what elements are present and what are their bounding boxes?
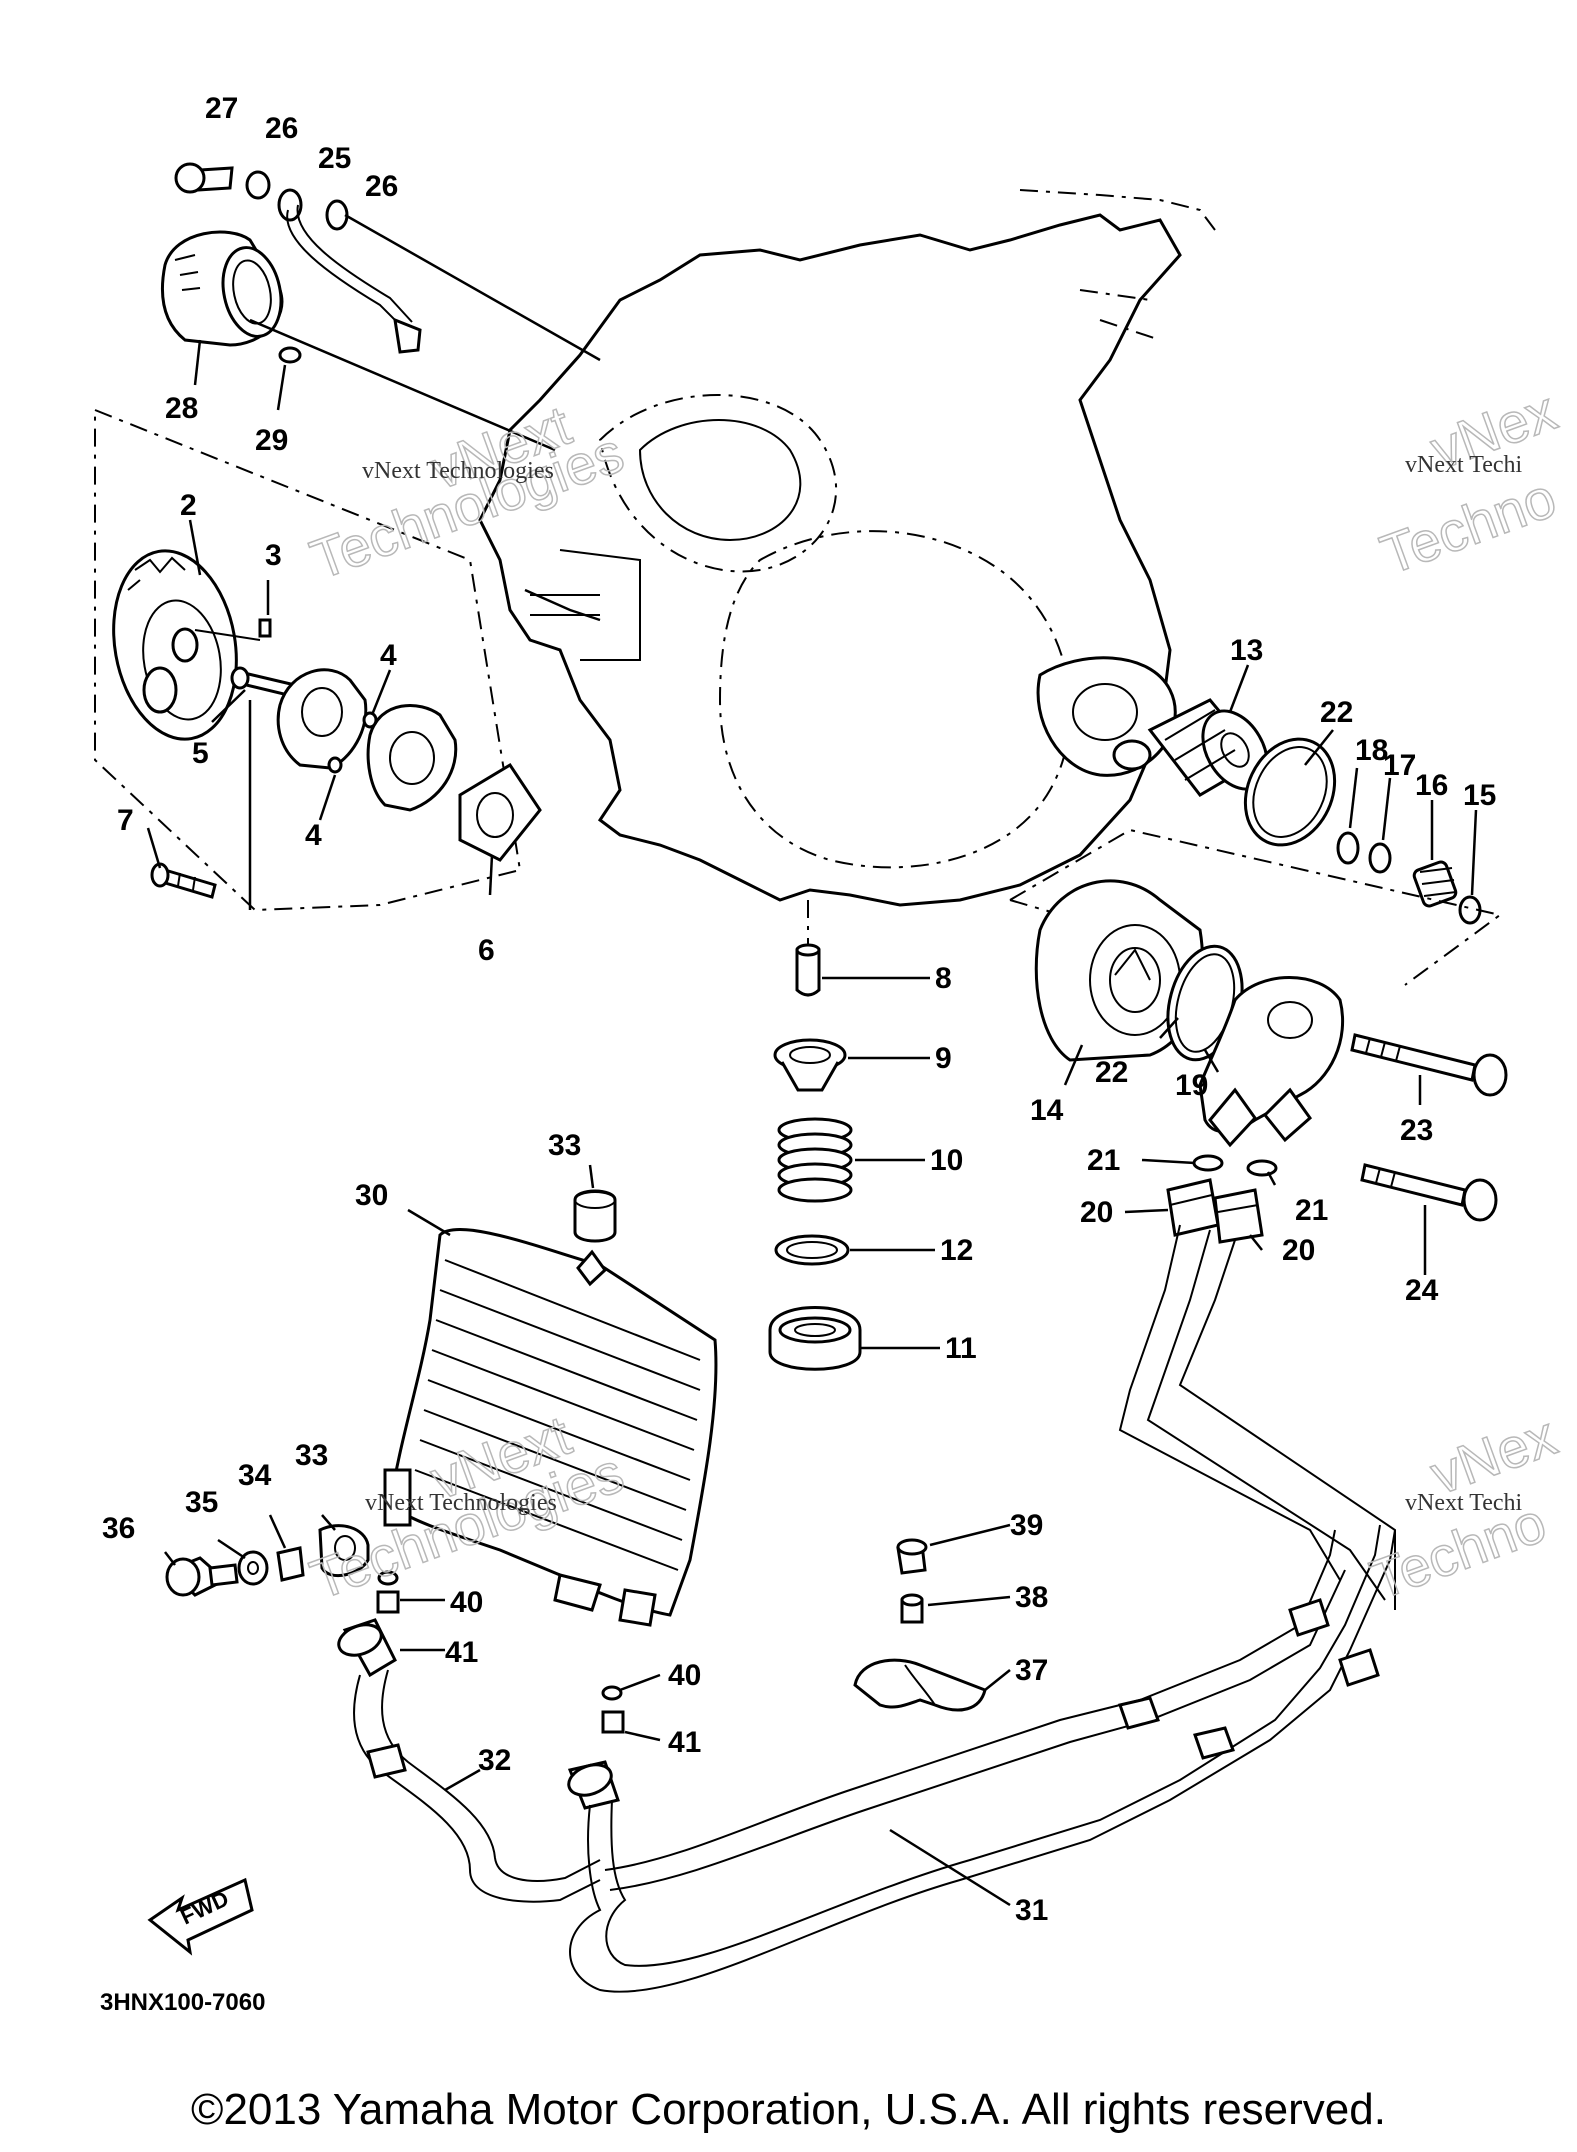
callout-28: 28 <box>165 392 198 425</box>
fwd-arrow-icon: FWD <box>147 1877 254 1956</box>
callout-27: 27 <box>205 92 238 125</box>
callout-32: 32 <box>478 1744 511 1777</box>
relief-valve-stack <box>768 900 862 1371</box>
watermark-text-mid-right: vNext Techi <box>1405 1490 1523 1516</box>
crankcase-cover <box>478 189 1216 907</box>
callout-3: 3 <box>265 539 282 572</box>
callout-4: 4 <box>305 819 322 852</box>
callout-41: 41 <box>668 1726 701 1759</box>
rubber-33-top <box>573 1189 617 1243</box>
callout-19: 19 <box>1175 1069 1208 1102</box>
o-ring-22-upper <box>1243 737 1337 847</box>
pump-drive-cover <box>160 230 302 364</box>
callout-21: 21 <box>1087 1144 1120 1177</box>
callout-6: 6 <box>478 934 495 967</box>
callout-15: 15 <box>1463 779 1496 812</box>
bolt-7 <box>150 862 217 899</box>
oil-pump-gear <box>112 549 261 741</box>
o-rings-40-41 <box>376 1570 625 1734</box>
callout-22: 22 <box>1320 696 1353 729</box>
callout-12: 12 <box>940 1234 973 1267</box>
callout-8: 8 <box>935 962 952 995</box>
oil-filter <box>1147 698 1269 797</box>
callout-30: 30 <box>355 1179 388 1212</box>
oil-hose-32 <box>337 1618 601 1903</box>
bolt-24 <box>1360 1163 1498 1222</box>
callout-labels: 27 26 25 26 28 29 2 3 4 5 4 7 6 13 22 18… <box>102 92 1496 1927</box>
callout-14: 14 <box>1030 1094 1064 1127</box>
watermark-text-mid-left: vNext Technologies <box>365 1490 557 1516</box>
filter-outlet-union <box>1198 976 1345 1148</box>
spring-10 <box>777 1117 853 1203</box>
callout-20: 20 <box>1080 1196 1113 1229</box>
relief-valve-small-parts <box>1336 831 1482 925</box>
callout-31: 31 <box>1015 1894 1048 1927</box>
callout-33: 33 <box>548 1129 581 1162</box>
callout-37: 37 <box>1015 1654 1048 1687</box>
callout-11: 11 <box>945 1332 977 1365</box>
pump-gasket-6 <box>458 762 542 862</box>
callout-9: 9 <box>935 1042 952 1075</box>
watermark-text-top-right: vNext Techi <box>1405 452 1523 478</box>
callout-23: 23 <box>1400 1114 1433 1147</box>
callout-26: 26 <box>265 112 298 145</box>
callout-36: 36 <box>102 1512 135 1545</box>
watermark-top-right-b: Techno <box>1373 465 1564 586</box>
copyright-notice: ©2013 Yamaha Motor Corporation, U.S.A. A… <box>191 2085 1386 2134</box>
callout-25: 25 <box>318 142 351 175</box>
oil-cooler <box>383 1228 718 1627</box>
oil-pump-group-box <box>94 408 522 912</box>
leader-lines <box>146 339 1478 1907</box>
fittings-20-21 <box>1166 1154 1278 1244</box>
callout-7: 7 <box>117 804 134 837</box>
callout-2: 2 <box>180 489 197 522</box>
callout-35: 35 <box>185 1486 218 1519</box>
callout-41: 41 <box>445 1636 478 1669</box>
callout-17: 17 <box>1383 749 1416 782</box>
callout-18: 18 <box>1355 734 1388 767</box>
callout-38: 38 <box>1015 1581 1048 1614</box>
cover-gasket <box>1036 656 1177 777</box>
watermark-text-top-left: vNext Technologies <box>362 458 554 484</box>
callout-5: 5 <box>192 737 209 770</box>
callout-13: 13 <box>1230 634 1263 667</box>
callout-22: 22 <box>1095 1056 1128 1089</box>
callout-16: 16 <box>1415 769 1448 802</box>
callout-26: 26 <box>365 170 398 203</box>
drawing-code: 3HNX100-7060 <box>100 1989 265 2016</box>
callout-21: 21 <box>1295 1194 1328 1227</box>
callout-40: 40 <box>450 1586 483 1619</box>
callout-34: 34 <box>238 1459 272 1492</box>
callout-40: 40 <box>668 1659 701 1692</box>
bolt-23 <box>1350 1033 1508 1097</box>
clamp-parts <box>853 1538 987 1712</box>
assembly-line-upper <box>249 213 601 452</box>
oil-pump-body <box>276 668 458 812</box>
callout-10: 10 <box>930 1144 963 1177</box>
callout-29: 29 <box>255 424 288 457</box>
cooler-mount-parts <box>165 1524 370 1597</box>
callout-24: 24 <box>1405 1274 1439 1307</box>
oil-pipe-25 <box>174 162 422 354</box>
pin-3 <box>258 618 272 638</box>
callout-33: 33 <box>295 1439 328 1472</box>
callout-39: 39 <box>1010 1509 1043 1542</box>
callout-4: 4 <box>380 639 397 672</box>
pump-axis-line <box>248 588 601 910</box>
callout-20: 20 <box>1282 1234 1315 1267</box>
